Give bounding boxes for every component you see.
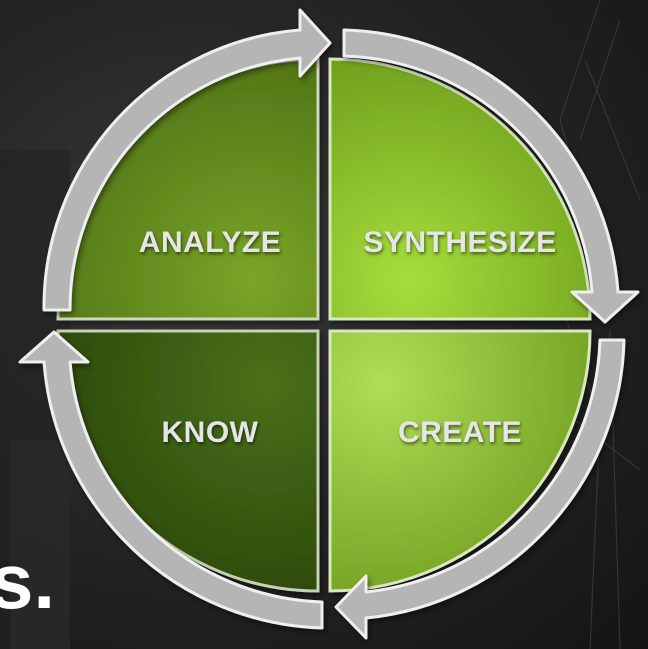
cycle-arrow-bottom-right-icon [334, 338, 626, 640]
label-analyze: ANALYZE [138, 226, 282, 259]
quadrant-synthesize [328, 57, 592, 321]
label-create: CREATE [397, 416, 523, 449]
label-synthesize: SYNTHESIZE [363, 226, 557, 259]
label-know: KNOW [161, 416, 259, 449]
cycle-arrow-bottom-left-icon [18, 330, 324, 630]
cycle-arrow-top-left-icon [42, 8, 332, 312]
cycle-arrow-top-right-icon [342, 28, 640, 324]
quadrant-create [328, 329, 592, 593]
background-partial-text: s. [0, 537, 56, 625]
